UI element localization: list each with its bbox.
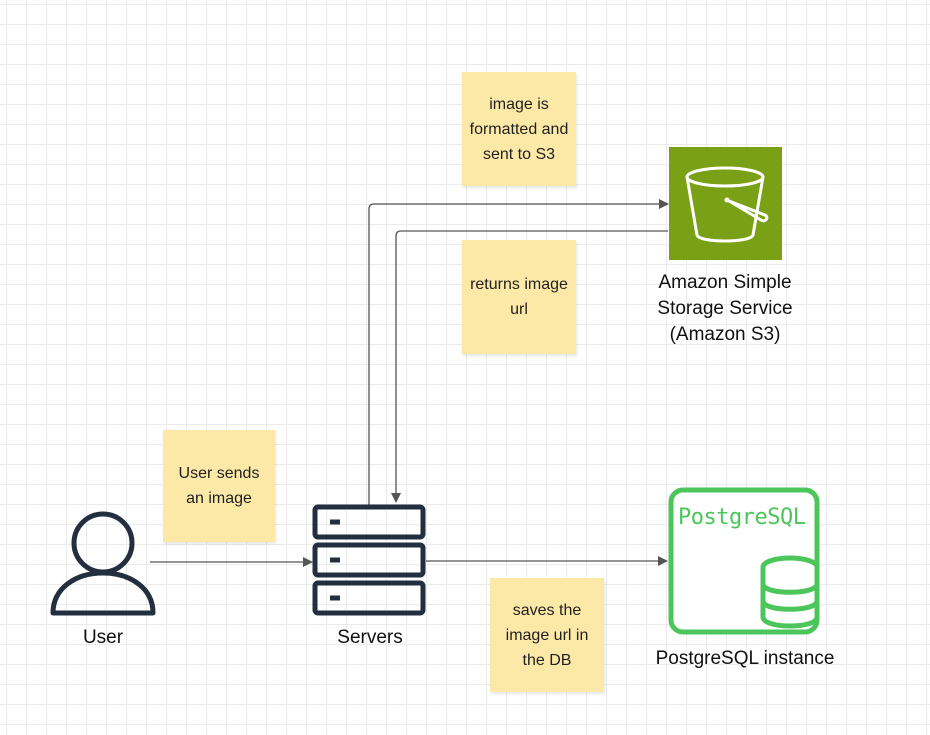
note-saves-image-url[interactable]: saves the image url in the DB (490, 578, 604, 692)
connector-servers-to-s3[interactable] (368, 199, 669, 506)
s3-label-line1: Amazon Simple (658, 272, 792, 293)
postgres-node[interactable]: PostgreSQL (668, 487, 822, 637)
user-node[interactable] (48, 503, 158, 618)
s3-node[interactable] (669, 147, 782, 260)
note-saves-image-url-text: saves the image url in the DB (505, 601, 589, 669)
s3-label-line2: Storage Service (657, 298, 793, 319)
user-label: User (82, 627, 124, 648)
note-returns-image-url-text: returns image url (470, 276, 568, 318)
server-stack-icon (312, 504, 426, 616)
postgres-icon-text: PostgreSQL (678, 505, 806, 530)
s3-label: Amazon Simple Storage Service (Amazon S3… (622, 270, 828, 348)
note-returns-image-url[interactable]: returns image url (462, 240, 576, 354)
s3-bucket-icon (685, 166, 769, 243)
user-icon (50, 511, 156, 616)
postgres-icon-frame (668, 487, 820, 635)
postgres-label: PostgreSQL instance (655, 648, 835, 669)
servers-label: Servers (337, 627, 403, 648)
servers-node[interactable] (311, 503, 429, 618)
note-image-formatted-text: image is formatted and sent to S3 (469, 95, 569, 163)
note-user-sends-image[interactable]: User sends an image (163, 430, 275, 542)
s3-label-line3: (Amazon S3) (669, 324, 781, 345)
note-user-sends-image-text: User sends an image (178, 465, 260, 507)
connector-s3-to-servers[interactable] (391, 230, 668, 503)
note-image-formatted[interactable]: image is formatted and sent to S3 (462, 72, 576, 186)
database-icon (760, 555, 820, 629)
